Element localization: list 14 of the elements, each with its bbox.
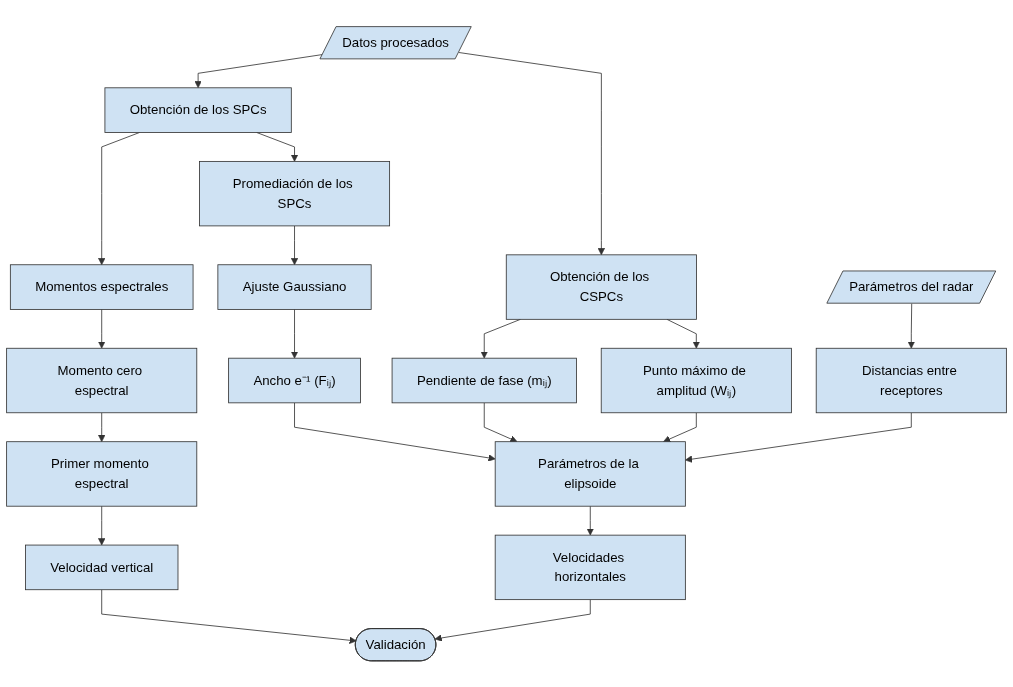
node-box: Distancias entre receptores	[815, 347, 1007, 413]
node-box: Obtención de los SPCs	[104, 87, 292, 133]
node-box: Parámetros de la elipsoide	[494, 441, 686, 507]
node-box: Momento cero espectral	[6, 347, 198, 413]
node-box: Velocidades horizontales	[494, 534, 686, 600]
node-box: Momentos espectrales	[9, 264, 194, 310]
node-box: Promediación de los SPCs	[199, 160, 391, 227]
node-box: Ajuste Gaussiano	[217, 264, 372, 310]
node-box: Primer momento espectral	[6, 441, 198, 507]
node-box: Pendiente de fase (mᵢⱼ)	[391, 357, 577, 404]
node-box: Velocidad vertical	[25, 544, 179, 590]
node-box: Punto máximo de amplitud (Wᵢⱼ)	[600, 347, 792, 413]
node-box: Ancho e⁻¹ (Fᵢⱼ)	[228, 357, 361, 404]
node-box: Obtención de los CSPCs	[505, 254, 697, 320]
